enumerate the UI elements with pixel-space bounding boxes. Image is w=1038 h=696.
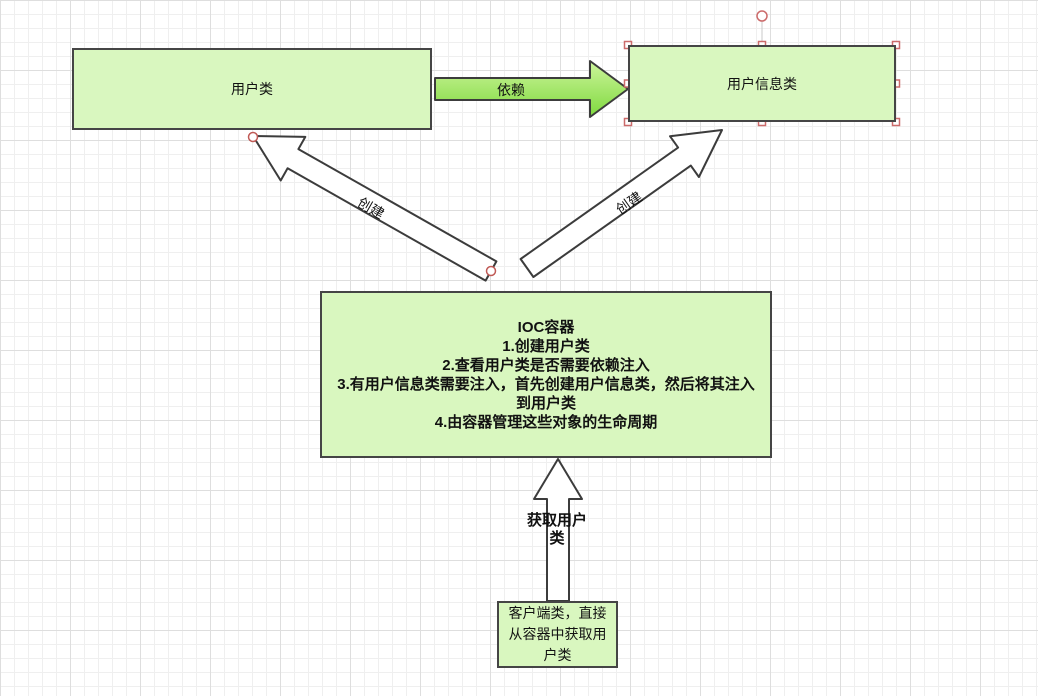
arrow-depends[interactable]: [434, 60, 629, 118]
node-user-info-class-label: 用户信息类: [727, 75, 797, 92]
arrow-create-right[interactable]: [519, 129, 723, 278]
ioc-container-body: IOC容器 1.创建用户类 2.查看用户类是否需要依赖注入 3.有用户信息类需要…: [322, 318, 770, 432]
endpoint-handle-end[interactable]: [247, 131, 259, 143]
ioc-container-line-2: 2.查看用户类是否需要依赖注入: [442, 356, 650, 374]
endpoint-handle-start[interactable]: [485, 265, 497, 277]
selection-handle-se[interactable]: [891, 117, 901, 127]
node-user-info-class[interactable]: 用户信息类: [628, 45, 896, 122]
rotate-handle[interactable]: [756, 10, 768, 22]
ioc-container-line-1: 1.创建用户类: [502, 337, 590, 355]
arrow-create-left[interactable]: [252, 135, 498, 282]
node-user-class-label: 用户类: [231, 81, 273, 97]
node-client-class[interactable]: 客户端类，直接从容器中获取用户类: [497, 601, 618, 668]
ioc-container-line-3: 3.有用户信息类需要注入，首先创建用户信息类，然后将其注入到用户类: [337, 375, 755, 412]
arrow-get-user[interactable]: [533, 458, 583, 602]
ioc-container-line-4: 4.由容器管理这些对象的生命周期: [434, 413, 658, 431]
node-ioc-container[interactable]: IOC容器 1.创建用户类 2.查看用户类是否需要依赖注入 3.有用户信息类需要…: [320, 291, 772, 458]
node-user-class[interactable]: 用户类: [72, 48, 432, 130]
label-depends: 依赖: [497, 82, 525, 98]
node-client-class-label: 客户端类，直接从容器中获取用户类: [508, 605, 607, 663]
label-get-user: 获取用户类: [526, 512, 587, 547]
ioc-container-title: IOC容器: [517, 318, 575, 336]
